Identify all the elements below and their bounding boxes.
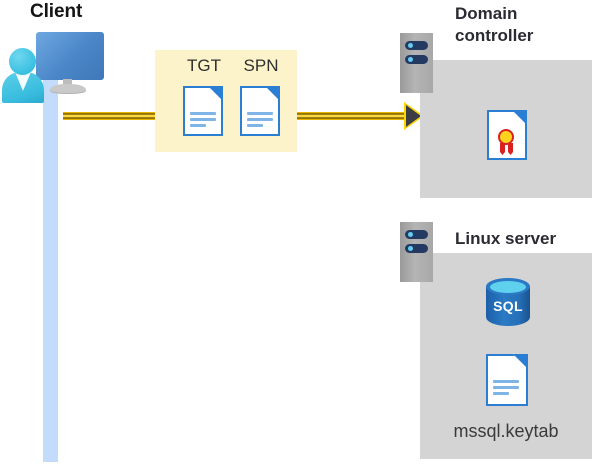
connector-line-left [63, 112, 160, 120]
monitor-neck-icon [63, 79, 72, 88]
domain-controller-server-icon [400, 33, 433, 93]
client-lifeline [43, 73, 58, 462]
certificate-icon [487, 110, 527, 160]
sql-database-label: SQL [493, 298, 523, 314]
spn-document-icon [240, 86, 280, 136]
domain-controller-label-line2: controller [455, 26, 534, 45]
keytab-document-icon [486, 354, 528, 406]
spn-label: SPN [243, 56, 279, 75]
monitor-icon [36, 32, 104, 80]
tgt-document-icon [183, 86, 223, 136]
tgt-label: TGT [187, 56, 221, 75]
arrow-head-icon [406, 105, 421, 127]
sql-database-icon: SQL [486, 278, 530, 334]
connector-line-right [292, 112, 408, 120]
domain-controller-label-line1: Domain [455, 4, 518, 23]
linux-server-server-icon [400, 222, 433, 282]
user-collar-icon [15, 72, 31, 91]
linux-server-label: Linux server [455, 229, 557, 248]
domain-controller-label: Domain controller [455, 3, 595, 47]
monitor-base-icon [50, 84, 86, 93]
client-label: Client [30, 1, 83, 22]
keytab-label: mssql.keytab [453, 421, 559, 441]
user-head-icon [9, 48, 36, 75]
